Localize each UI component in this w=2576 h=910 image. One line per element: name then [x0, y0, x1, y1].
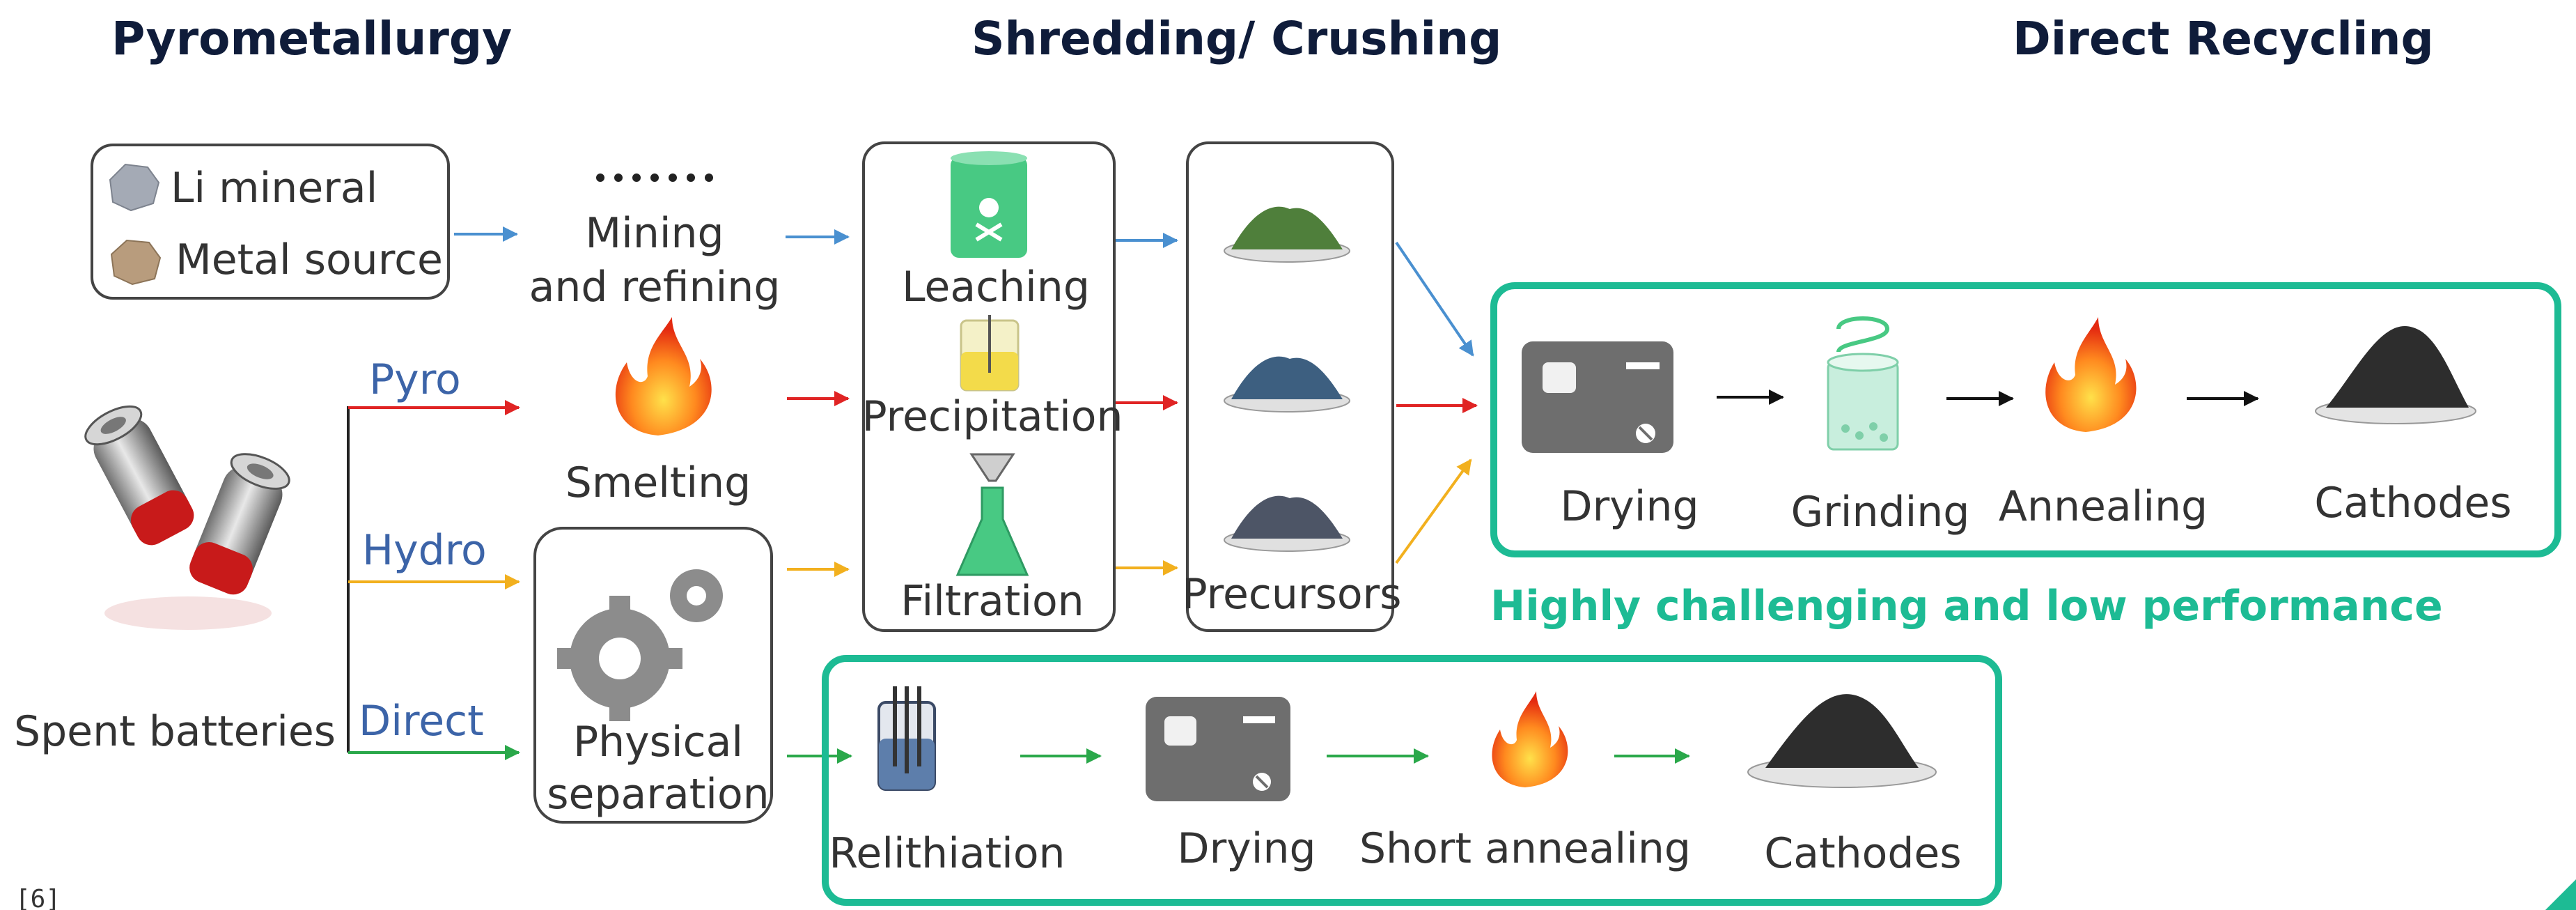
upper-annealing-label: Annealing [1999, 482, 2208, 531]
annealing-flame-icon [2045, 317, 2137, 432]
li-mineral-label: Li mineral [171, 164, 377, 213]
relithiation-label: Relithiation [829, 829, 1065, 878]
performance-note: Highly challenging and low performance [1490, 582, 2443, 631]
filtration-flask-icon [955, 453, 1029, 576]
arrow-precursor-blue [1395, 241, 1474, 357]
arrow-precursor-yellow [1395, 458, 1472, 564]
hydro-process-box [862, 141, 1116, 632]
heading-shredding-crushing: Shredding/ Crushing [971, 12, 1501, 65]
metal-source-label: Metal source [175, 236, 443, 284]
corner-accent [2545, 879, 2576, 910]
lower-drying-label: Drying [1177, 824, 1316, 873]
smelting-flame-icon [615, 317, 712, 435]
precipitation-beaker-icon [960, 315, 1020, 392]
precursors-box [1186, 141, 1394, 632]
gears-icon [557, 569, 723, 721]
grinding-mill-icon [1827, 316, 1899, 451]
green-powder-icon [1224, 206, 1350, 263]
precursors-label: Precursors [1182, 570, 1402, 619]
physical-label: Physical [573, 718, 743, 766]
route-pyro-label: Pyro [369, 355, 461, 404]
smelting-label: Smelting [565, 458, 751, 507]
conventional-process-box [1490, 282, 2561, 557]
spent-batteries-label: Spent batteries [14, 707, 336, 756]
gray-powder-icon [1224, 495, 1350, 552]
leaching-barrel-icon [951, 151, 1027, 258]
filtration-label: Filtration [900, 577, 1084, 626]
raw-sources-box [91, 144, 450, 300]
physical-separation-box [533, 527, 773, 824]
short-annealing-flame-icon [1492, 691, 1568, 787]
upper-cathodes-label: Cathodes [2314, 479, 2511, 527]
blue-powder-icon [1224, 356, 1350, 412]
metal-source-icon [110, 239, 162, 286]
route-direct-label: Direct [359, 697, 484, 746]
leaching-label: Leaching [902, 263, 1090, 311]
lower-cathode-powder-icon [1747, 694, 1937, 788]
lower-cathodes-label: Cathodes [1764, 829, 1961, 878]
precipitation-label: Precipitation [861, 392, 1123, 441]
route-hydro-label: Hydro [362, 526, 487, 575]
route-bracket [347, 406, 355, 753]
mining-label: Mining [585, 209, 724, 258]
short-annealing-label: Short annealing [1359, 824, 1691, 873]
grinding-label: Grinding [1791, 488, 1970, 537]
ellipsis-icon [596, 173, 713, 182]
relithiation-tank-icon [877, 686, 936, 791]
refining-label: and refining [529, 263, 781, 311]
citation-label: [6] [15, 885, 61, 910]
spent-batteries-icon [84, 405, 290, 630]
upper-cathode-powder-icon [2315, 326, 2476, 424]
heading-pyrometallurgy: Pyrometallurgy [111, 12, 512, 65]
drying-oven-icon [1522, 341, 1673, 453]
upper-drying-label: Drying [1560, 482, 1699, 531]
lower-drying-oven-icon [1146, 697, 1290, 801]
direct-recycling-process-box [822, 655, 2002, 906]
heading-direct-recycling: Direct Recycling [2013, 12, 2434, 65]
li-mineral-icon [109, 163, 160, 212]
separation-label: separation [547, 770, 769, 819]
